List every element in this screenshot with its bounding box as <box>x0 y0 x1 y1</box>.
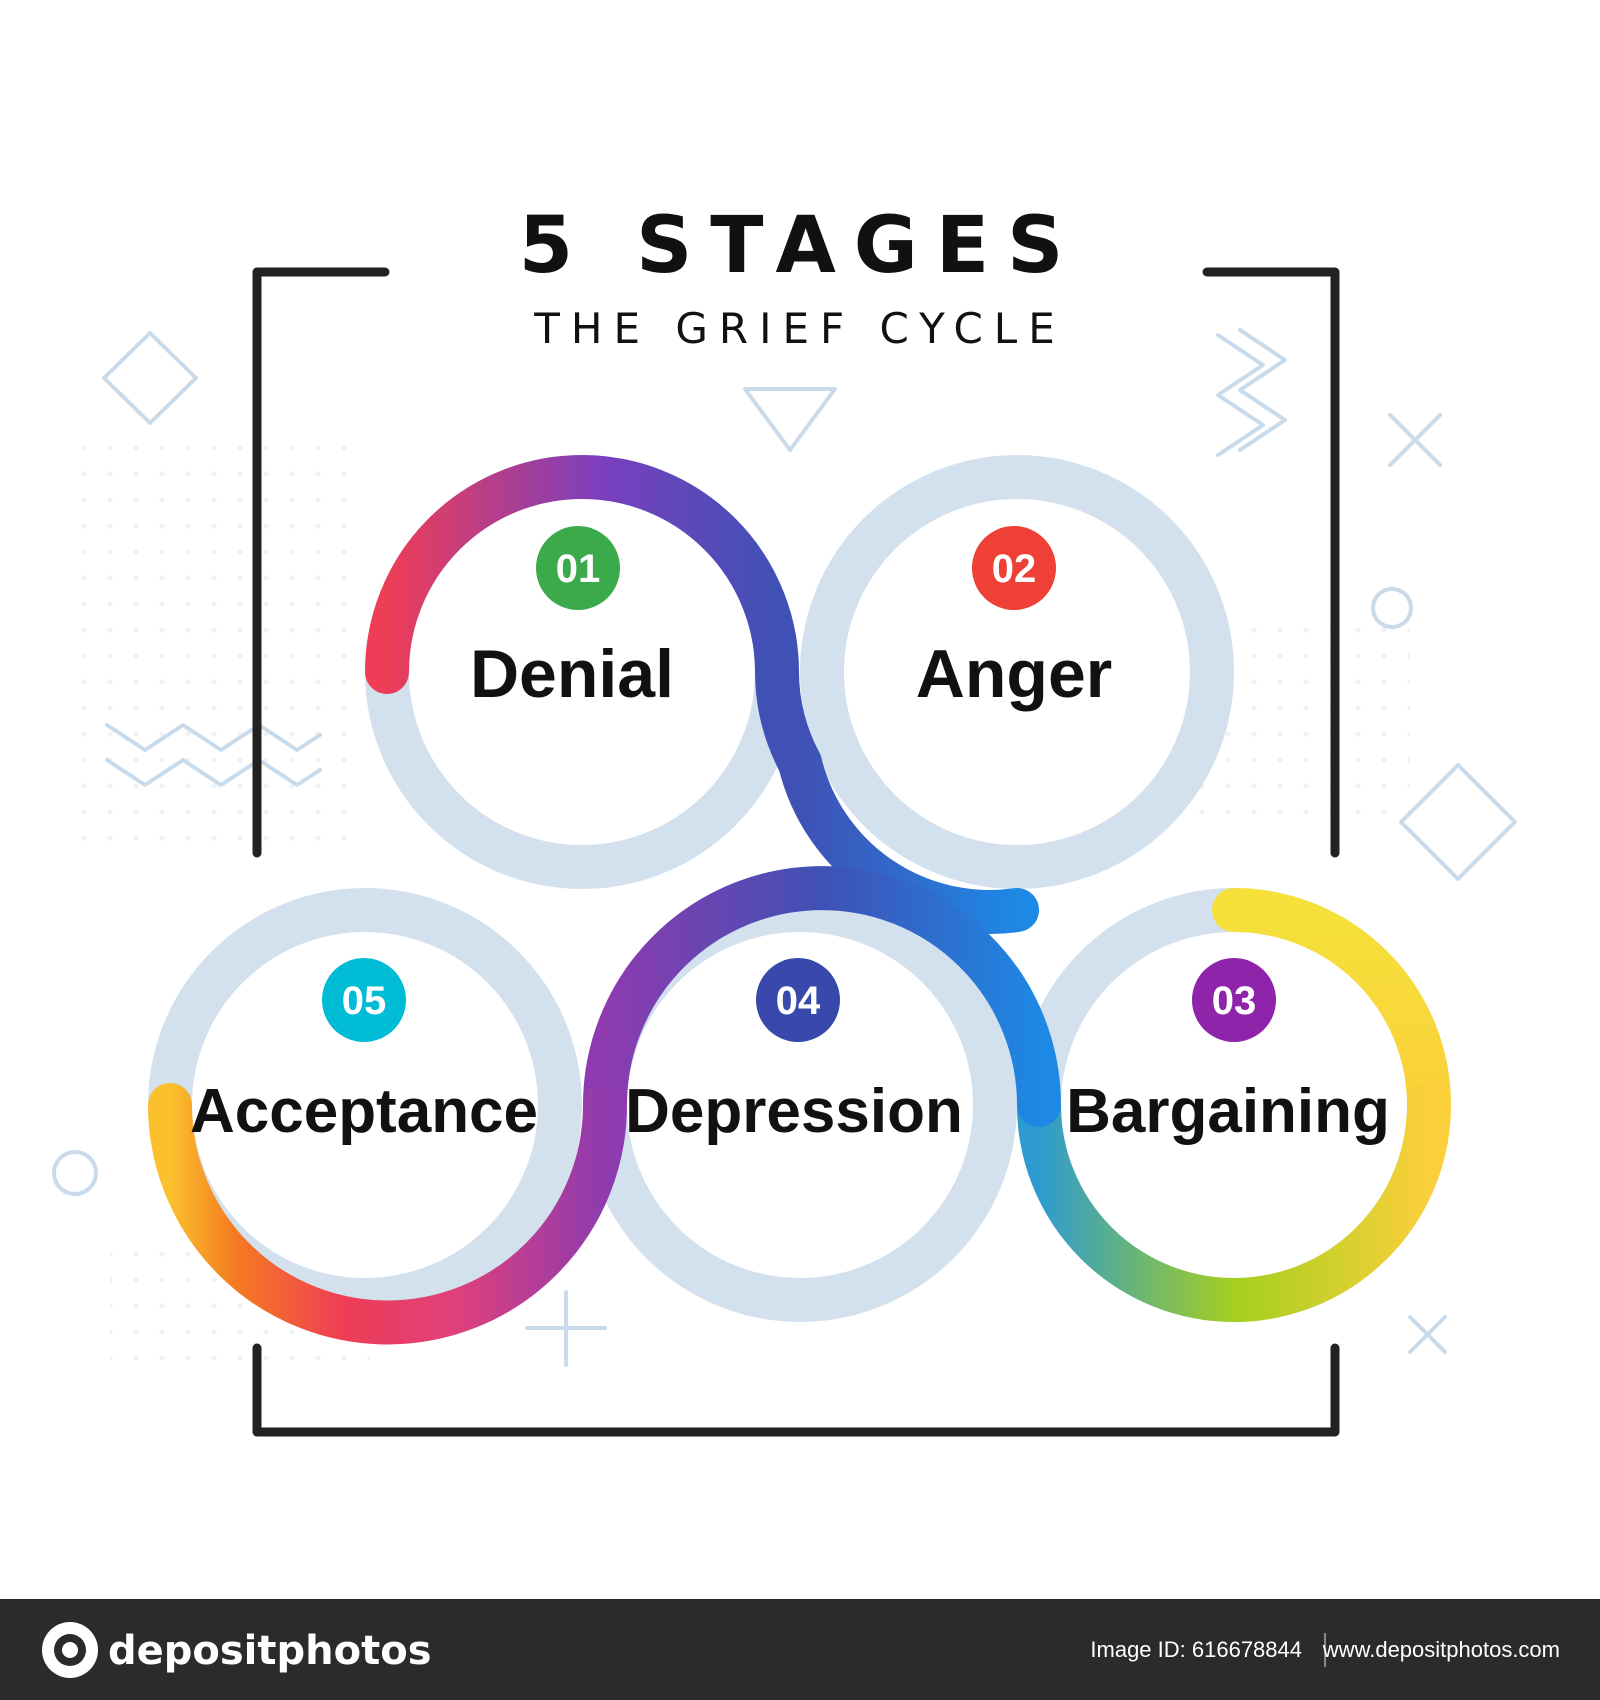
diamond-right-icon <box>1399 763 1517 881</box>
stage-label-acceptance: Acceptance <box>190 1077 538 1146</box>
badge-number-05: 05 <box>342 979 387 1023</box>
footer-bar: depositphotos Image ID: 616678844 www.de… <box>0 1599 1600 1700</box>
footer-image-id: Image ID: 616678844 <box>1090 1637 1302 1662</box>
decorations <box>52 328 1517 1367</box>
zigzag-right-icon <box>1216 333 1265 457</box>
badge-03 <box>1192 958 1276 1042</box>
cycle-path <box>148 455 1451 1345</box>
footer-background <box>0 1599 1600 1700</box>
frame-bottom <box>252 1343 1340 1437</box>
page-subtitle: THE GRIEF CYCLE <box>533 304 1066 353</box>
zigzag-right-2-icon <box>1238 328 1287 452</box>
frame-top-right <box>1202 267 1340 858</box>
stage-anger: 02 Anger <box>916 526 1112 712</box>
badge-05 <box>322 958 406 1042</box>
stage-depression: 04 Depression <box>625 958 963 1146</box>
plus-bottom-icon <box>525 1290 607 1367</box>
stage-label-denial: Denial <box>470 636 674 712</box>
dot-field-left <box>80 440 350 860</box>
badge-number-03: 03 <box>1212 979 1257 1023</box>
path-bargaining-arc <box>1212 888 1451 1127</box>
path-bargaining-bottom <box>1017 1083 1451 1322</box>
badge-number-02: 02 <box>992 547 1037 591</box>
cross-bottom-icon <box>1408 1315 1447 1354</box>
stage-bargaining: 03 Bargaining <box>1066 958 1390 1146</box>
footer-website[interactable]: www.depositphotos.com <box>1322 1637 1560 1662</box>
page-title: 5 STAGES <box>519 201 1082 291</box>
ring-left-icon <box>52 1150 98 1196</box>
stage-label-depression: Depression <box>625 1077 963 1146</box>
zigzag-left-2-icon <box>105 758 322 787</box>
footer-logo[interactable]: depositphotos <box>108 1628 432 1674</box>
stage-acceptance: 05 Acceptance <box>190 958 538 1146</box>
triangle-top-icon <box>743 387 837 452</box>
stage-label-anger: Anger <box>916 636 1112 712</box>
badge-number-01: 01 <box>556 547 601 591</box>
footer-divider <box>1324 1633 1326 1667</box>
zigzag-left-icon <box>105 723 322 752</box>
path-acceptance-arc <box>148 1083 627 1345</box>
badge-01 <box>536 526 620 610</box>
frame-top-left <box>252 267 390 858</box>
ring-track-anger <box>800 455 1234 889</box>
badge-02 <box>972 526 1056 610</box>
path-depression-arc <box>583 866 1061 1127</box>
diamond-left-icon <box>102 331 198 425</box>
badge-04 <box>756 958 840 1042</box>
cross-right-icon <box>1388 413 1442 467</box>
path-denial-arc <box>365 455 799 694</box>
camera-logo-icon <box>42 1622 98 1678</box>
stage-denial: 01 Denial <box>470 526 674 712</box>
badge-number-04: 04 <box>776 979 821 1023</box>
frame <box>252 267 1340 1437</box>
stage-label-bargaining: Bargaining <box>1066 1077 1390 1146</box>
ring-right-icon <box>1371 587 1413 629</box>
